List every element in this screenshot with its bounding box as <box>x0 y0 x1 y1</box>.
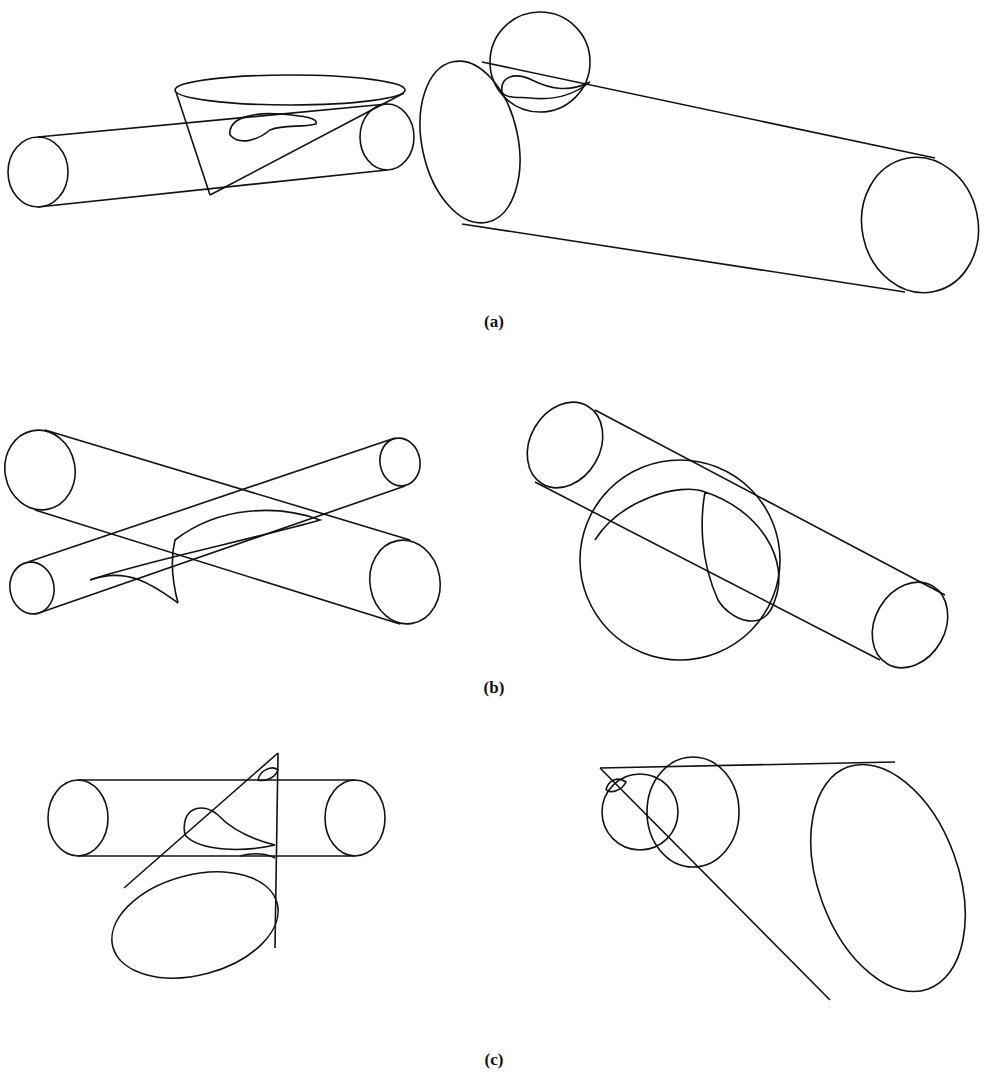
cylinder-sphere-figure <box>406 12 988 304</box>
figure-label: (b) <box>484 678 505 698</box>
figure-label: (a) <box>484 312 504 332</box>
cylinder-cone-figure <box>48 753 385 995</box>
cylinder-cone-figure <box>8 75 414 207</box>
cylinder-sphere-figure <box>512 389 963 682</box>
cone-sphere-figure <box>600 743 988 1013</box>
crossing-cylinders-figure <box>0 425 447 630</box>
figure-label: (c) <box>485 1050 504 1070</box>
